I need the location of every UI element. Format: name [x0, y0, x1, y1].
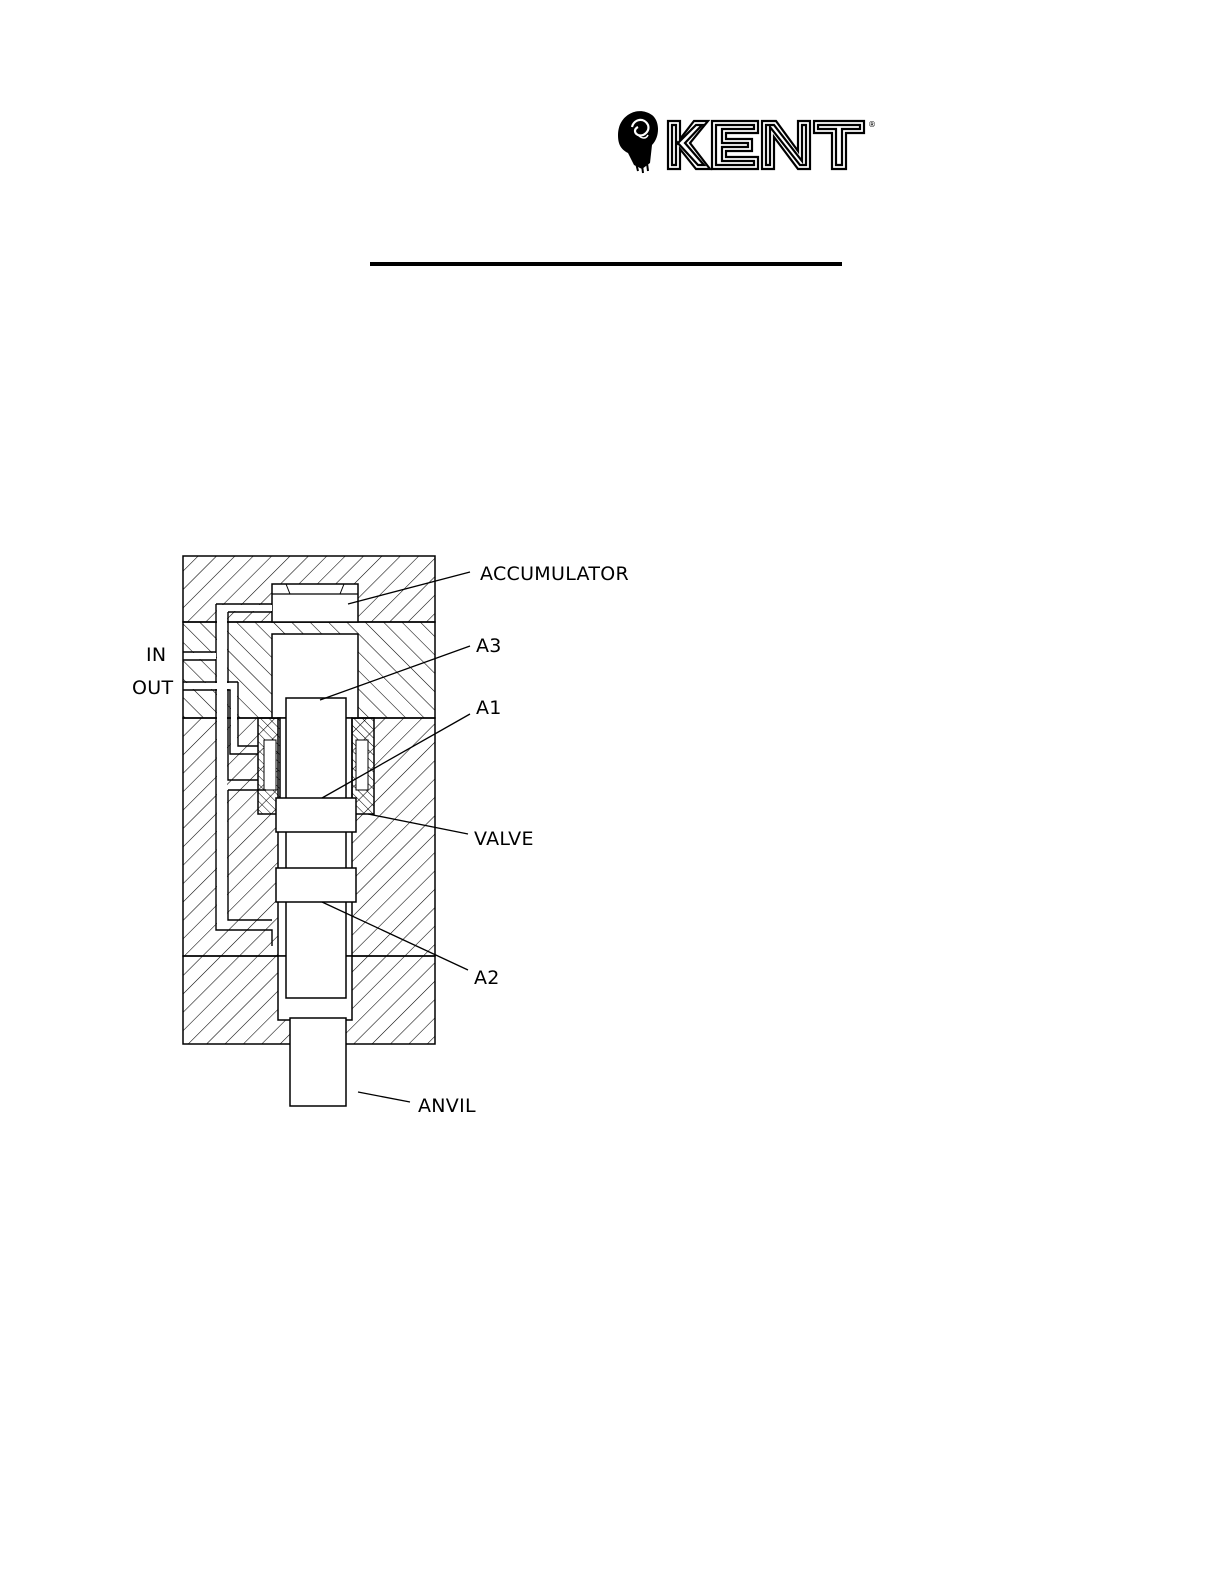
piston	[276, 698, 356, 998]
anvil	[290, 1018, 346, 1106]
label-valve: VALVE	[474, 828, 534, 850]
label-a2: A2	[474, 967, 500, 989]
accumulator-chamber	[272, 584, 358, 622]
piston-collar-a2	[276, 868, 356, 902]
label-in: IN	[146, 644, 166, 666]
label-out: OUT	[132, 677, 173, 699]
label-a3: A3	[476, 635, 502, 657]
label-anvil: ANVIL	[418, 1095, 476, 1117]
label-accumulator: ACCUMULATOR	[480, 563, 629, 585]
label-a1: A1	[476, 697, 502, 719]
piston-collar-a1	[276, 798, 356, 832]
